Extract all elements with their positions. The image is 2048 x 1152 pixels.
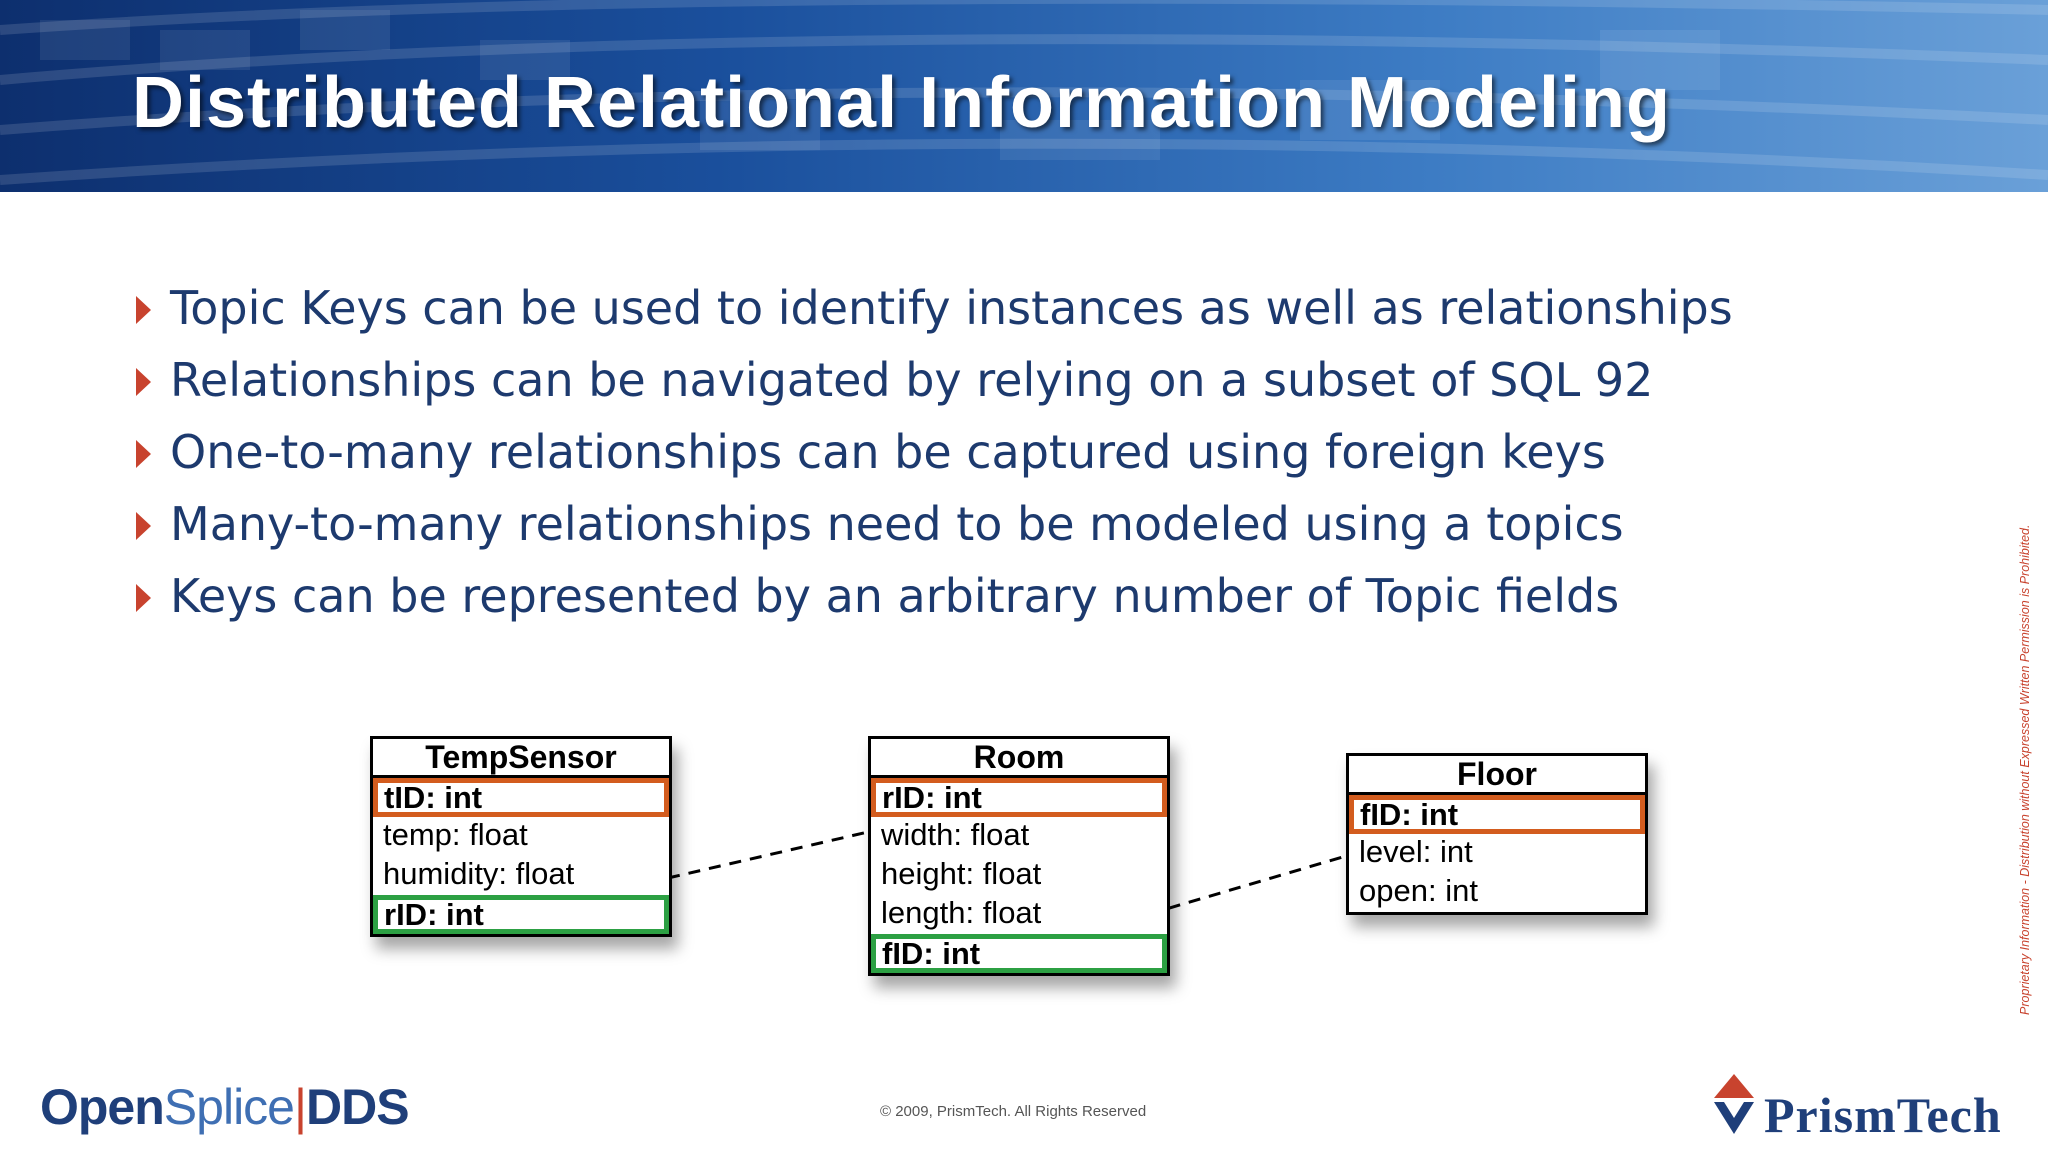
prism-icon bbox=[1714, 1074, 1754, 1134]
logo-text: PrismTech bbox=[1764, 1087, 2002, 1143]
entity-field: temp: float bbox=[383, 817, 528, 852]
proprietary-notice: Proprietary Information - Distribution w… bbox=[2018, 524, 2032, 1015]
bullet-list: Topic Keys can be used to identify insta… bbox=[136, 278, 1733, 638]
bullet-item: Relationships can be navigated by relyin… bbox=[136, 350, 1733, 422]
bullet-item: Keys can be represented by an arbitrary … bbox=[136, 566, 1733, 638]
bullet-item: Topic Keys can be used to identify insta… bbox=[136, 278, 1733, 350]
entity-field: height: float bbox=[881, 856, 1042, 891]
entity-title: Floor bbox=[1349, 756, 1645, 795]
bullet-item: Many-to-many relationships need to be mo… bbox=[136, 494, 1733, 566]
slide-title: Distributed Relational Information Model… bbox=[132, 63, 1672, 143]
entity-title: TempSensor bbox=[373, 739, 669, 778]
entity-field-key: fID: int bbox=[1349, 795, 1645, 834]
logo-text: Splice bbox=[163, 1079, 295, 1135]
logo-separator: | bbox=[293, 1079, 307, 1135]
bullet-item: One-to-many relationships can be capture… bbox=[136, 422, 1733, 494]
bullet-arrow-icon bbox=[136, 440, 151, 468]
entity-tempsensor: TempSensor tID: int temp: float humidity… bbox=[370, 736, 672, 937]
bullet-arrow-icon bbox=[136, 368, 151, 396]
bullet-text: Topic Keys can be used to identify insta… bbox=[170, 281, 1733, 335]
bullet-arrow-icon bbox=[136, 584, 151, 612]
bullet-text: Keys can be represented by an arbitrary … bbox=[170, 569, 1620, 623]
entity-field-foreign-key: fID: int bbox=[871, 934, 1167, 973]
entity-field: width: float bbox=[881, 817, 1030, 852]
entity-field: humidity: float bbox=[383, 856, 575, 891]
relation-line-tempsensor-room bbox=[667, 830, 869, 880]
bullet-text: Many-to-many relationships need to be mo… bbox=[170, 497, 1624, 551]
entity-field-foreign-key: rID: int bbox=[373, 895, 669, 934]
bullet-arrow-icon bbox=[136, 296, 151, 324]
entity-field: open: int bbox=[1359, 873, 1478, 908]
entity-field: level: int bbox=[1359, 834, 1473, 869]
copyright-text: © 2009, PrismTech. All Rights Reserved bbox=[880, 1103, 1147, 1120]
entity-title: Room bbox=[871, 739, 1167, 778]
entity-room: Room rID: int width: float height: float… bbox=[868, 736, 1170, 976]
entity-field-key: rID: int bbox=[871, 778, 1167, 817]
entity-floor: Floor fID: int level: int open: int bbox=[1346, 753, 1648, 915]
entity-field-key: tID: int bbox=[373, 778, 669, 817]
banner-graphic bbox=[0, 0, 2048, 185]
opensplice-dds-logo: OpenSplice|DDS bbox=[40, 1078, 410, 1136]
logo-text: Open bbox=[40, 1079, 165, 1135]
entity-field: length: float bbox=[881, 895, 1042, 930]
bullet-text: Relationships can be navigated by relyin… bbox=[170, 353, 1654, 407]
bullet-text: One-to-many relationships can be capture… bbox=[170, 425, 1606, 479]
header-banner: Distributed Relational Information Model… bbox=[0, 0, 2048, 192]
bullet-arrow-icon bbox=[136, 512, 151, 540]
logo-text: DDS bbox=[305, 1079, 410, 1135]
entity-diagram: TempSensor tID: int temp: float humidity… bbox=[0, 700, 2048, 1020]
